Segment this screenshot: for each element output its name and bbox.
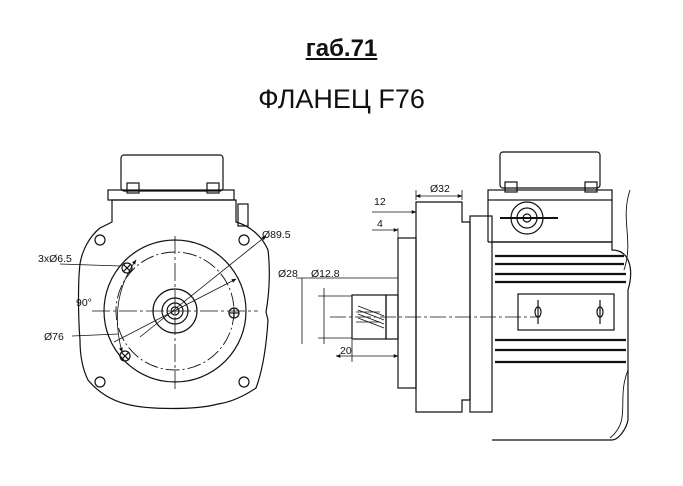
lug-hole-bottom-right bbox=[238, 376, 250, 388]
bolt-circle-dim-line bbox=[113, 278, 237, 343]
front-terminal-box bbox=[107, 154, 235, 201]
bearing-housing bbox=[415, 201, 471, 413]
side-dimensions bbox=[296, 190, 463, 362]
lug-hole-top-right bbox=[238, 234, 250, 246]
dim-4-label: 4 bbox=[377, 218, 383, 230]
flange-dim-line bbox=[139, 235, 267, 338]
foot-plate bbox=[517, 293, 615, 331]
side-view bbox=[330, 151, 632, 441]
break-line-bottom bbox=[609, 369, 629, 439]
dim-12-label: 12 bbox=[374, 196, 386, 208]
end-shield bbox=[469, 215, 493, 413]
bolt-circle-label: Ø76 bbox=[44, 331, 64, 343]
bolt-circle-leader bbox=[71, 333, 119, 337]
front-side-bracket bbox=[237, 203, 249, 227]
bolt-hole-lower-left bbox=[119, 350, 131, 362]
flange-subtitle: ФЛАНЕЦ F76 bbox=[258, 84, 425, 114]
holes-leader bbox=[59, 263, 122, 267]
front-view bbox=[59, 154, 270, 410]
dim-d12-8-label: Ø12.8 bbox=[311, 268, 340, 280]
break-line-top bbox=[623, 189, 631, 271]
holes-label: 3xØ6.5 bbox=[38, 253, 72, 265]
foot-plate-holes bbox=[534, 300, 604, 324]
angle-label: 90° bbox=[76, 297, 92, 309]
flange-diameter-label: Ø89.5 bbox=[262, 229, 291, 241]
dim-d28-label: Ø28 bbox=[278, 268, 298, 280]
cooling-fins bbox=[495, 254, 626, 364]
bolt-hole-right bbox=[228, 307, 240, 319]
flange-plate bbox=[397, 237, 417, 389]
cable-gland bbox=[500, 201, 558, 235]
side-terminal-box bbox=[487, 151, 613, 243]
dim-d32-label: Ø32 bbox=[430, 183, 450, 195]
lug-hole-top-left bbox=[94, 234, 106, 246]
lug-hole-bottom-left bbox=[94, 376, 106, 388]
drawing-title: габ.71 bbox=[305, 35, 378, 62]
front-housing-outline bbox=[77, 199, 270, 410]
angle-arc bbox=[116, 259, 137, 353]
shaft-key-hatch bbox=[357, 305, 385, 329]
dim-20-label: 20 bbox=[340, 345, 352, 357]
motor-body-outline bbox=[492, 241, 632, 441]
